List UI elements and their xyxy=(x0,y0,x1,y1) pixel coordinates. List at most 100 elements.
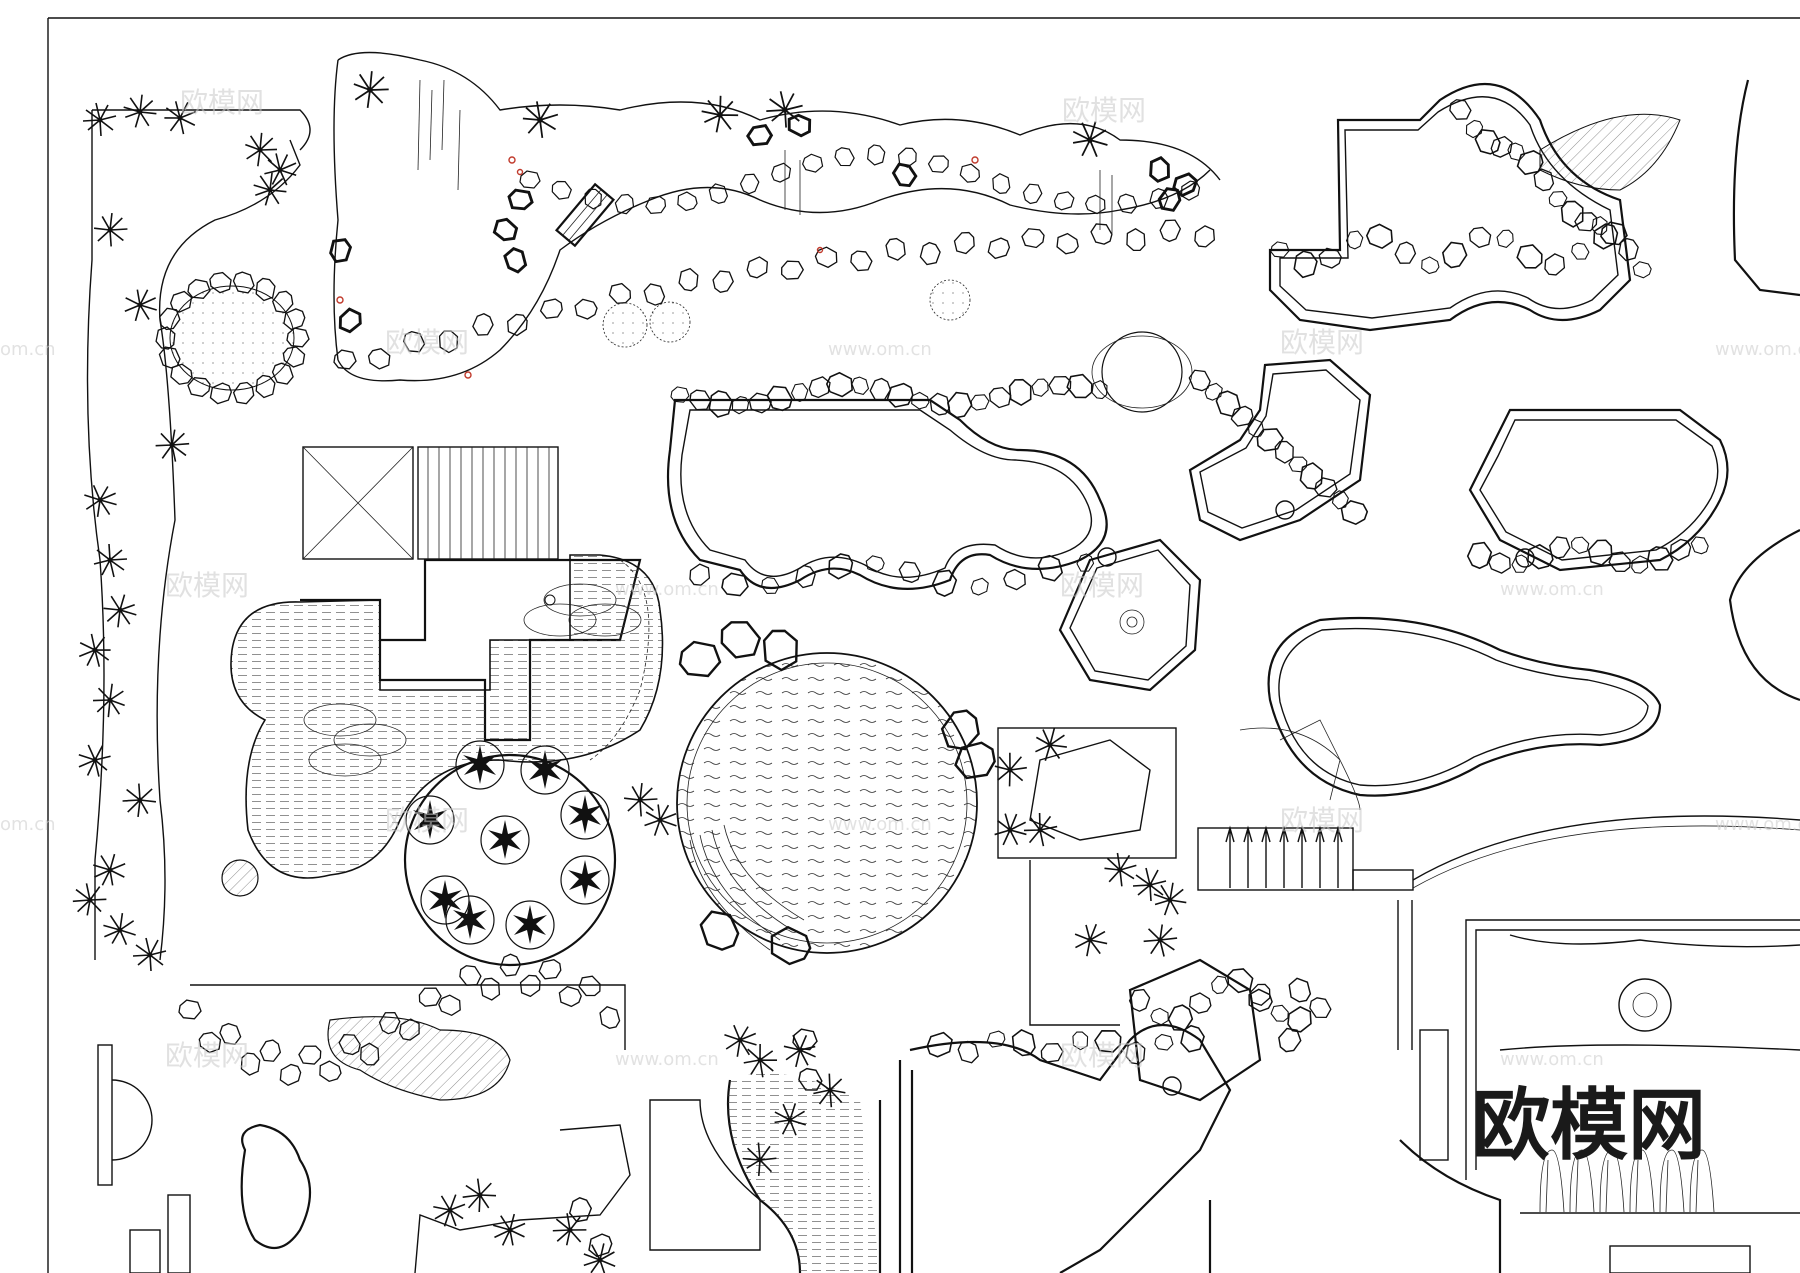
rockwork-symbol xyxy=(1461,116,1487,142)
palm-symbol xyxy=(117,89,162,134)
stone-symbol xyxy=(673,188,701,215)
fountain-jet xyxy=(1333,825,1343,888)
palm-symbol xyxy=(86,677,134,725)
fountain-jet xyxy=(1243,825,1253,888)
stone-symbol xyxy=(519,170,541,189)
fountain-jet xyxy=(1225,825,1235,888)
rockwork-symbol xyxy=(727,393,753,418)
watermark-url: www.om.cn xyxy=(1500,579,1604,600)
plant-symbol xyxy=(989,808,1031,850)
stone-symbol xyxy=(779,258,806,282)
watermark-brand: 欧模网 xyxy=(385,326,469,359)
rockwork-symbol xyxy=(1617,237,1640,263)
rockwork-symbol xyxy=(1470,123,1505,160)
watermark-url: www.om.cn xyxy=(615,579,719,600)
stone-symbol xyxy=(1273,1023,1306,1056)
rockwork-symbol xyxy=(1008,1026,1039,1060)
stone-symbol xyxy=(927,153,951,175)
rockwork-symbol xyxy=(1392,239,1419,268)
rockwork-symbol xyxy=(1154,1033,1174,1051)
watermark-url: om.cn xyxy=(0,814,56,835)
palm-symbol xyxy=(65,875,114,924)
stone-symbol xyxy=(678,267,699,292)
tree-symbol xyxy=(560,790,610,840)
stone-symbol xyxy=(567,1195,594,1225)
rockwork-symbol xyxy=(1522,540,1557,574)
stone-symbol xyxy=(956,160,984,187)
fountain-jet xyxy=(1279,825,1289,888)
plant-symbol xyxy=(545,1205,594,1254)
lily-pad xyxy=(568,603,642,637)
plant-symbol xyxy=(1028,722,1073,767)
waterfall-lines xyxy=(417,79,1113,235)
tree-circle xyxy=(403,740,617,967)
watermark-url: om.cn xyxy=(0,339,56,360)
watermark-brand: 欧模网 xyxy=(1280,804,1364,837)
plant-symbol xyxy=(742,1042,779,1079)
stone-symbol xyxy=(767,159,795,186)
octagon-fountain xyxy=(1058,538,1202,692)
rockwork-symbol xyxy=(1028,375,1053,400)
rockwork-symbol xyxy=(1292,249,1319,280)
rockwork-symbol xyxy=(1047,374,1073,397)
rockwork-symbol xyxy=(942,387,977,423)
stepping-bridge xyxy=(554,182,616,248)
stone-symbol xyxy=(1189,221,1220,252)
tree-symbol xyxy=(480,815,530,865)
palm-symbol xyxy=(117,281,165,329)
rockwork-symbol xyxy=(721,572,749,597)
small-round-pond xyxy=(1101,331,1183,413)
rockwork-symbol xyxy=(967,574,992,599)
fountain-arc xyxy=(1569,1149,1595,1213)
top-stream xyxy=(327,51,1221,382)
palm-symbol xyxy=(260,149,301,190)
rockwork-symbol xyxy=(1558,198,1587,230)
fountain-arc xyxy=(1599,1149,1625,1213)
rockwork-symbol xyxy=(1148,1005,1172,1027)
watermark-layer: 欧模网 欧模网 欧模网 欧模网 欧模网 欧模网 欧模网 欧模网 欧模网 欧模网 … xyxy=(0,86,1800,1072)
palm-symbol xyxy=(98,588,143,633)
right-ornate-basins xyxy=(922,79,1800,1067)
fountain-jet xyxy=(1315,825,1325,888)
rockwork-symbol xyxy=(1568,238,1593,264)
stone-symbol xyxy=(1124,226,1148,253)
rockwork-symbol xyxy=(1437,237,1472,272)
rock-garden-panel xyxy=(997,727,1177,1026)
stone-symbol xyxy=(1050,188,1078,213)
stone-symbol xyxy=(548,176,576,204)
watermark-url: www.om.cn xyxy=(828,339,932,360)
rockwork-symbol xyxy=(1338,498,1370,527)
brand-logo: 欧模网 xyxy=(1472,1081,1706,1171)
rockwork-symbol xyxy=(984,1028,1008,1051)
palm-symbol xyxy=(74,740,115,781)
stone-symbol xyxy=(315,1057,345,1085)
stone-symbol xyxy=(1019,180,1046,207)
palm-symbol xyxy=(97,907,142,952)
plant-symbol xyxy=(1067,917,1114,963)
stone-lawn xyxy=(1539,113,1681,191)
stone-symbol xyxy=(502,309,533,341)
bottom-left-stone-pond xyxy=(178,951,626,1101)
watermark-url: www.om.cn xyxy=(1500,1049,1604,1070)
watermark-brand: 欧模网 xyxy=(180,86,264,119)
stone-symbol xyxy=(643,193,669,217)
lily-pad xyxy=(308,743,382,777)
drawing-frame xyxy=(47,17,1800,1273)
rockwork-symbol xyxy=(1486,132,1517,161)
stone-symbol xyxy=(275,1060,306,1090)
stone-symbol xyxy=(178,999,202,1020)
rockwork-symbol xyxy=(968,391,992,413)
fountain-jets-elevation xyxy=(1197,815,1800,891)
rockwork-symbol xyxy=(1546,188,1570,210)
rockwork-symbol xyxy=(1504,139,1528,164)
rockwork-symbol xyxy=(707,389,734,419)
stone-symbol xyxy=(989,171,1013,197)
palm-symbol xyxy=(696,91,743,138)
stone-symbol xyxy=(1157,216,1184,245)
stone-symbol xyxy=(846,245,877,276)
deck-pond xyxy=(230,554,664,879)
palm-symbol xyxy=(82,102,117,137)
palm-symbol xyxy=(71,626,120,675)
watermark-url: www.om.cn xyxy=(1715,814,1800,835)
